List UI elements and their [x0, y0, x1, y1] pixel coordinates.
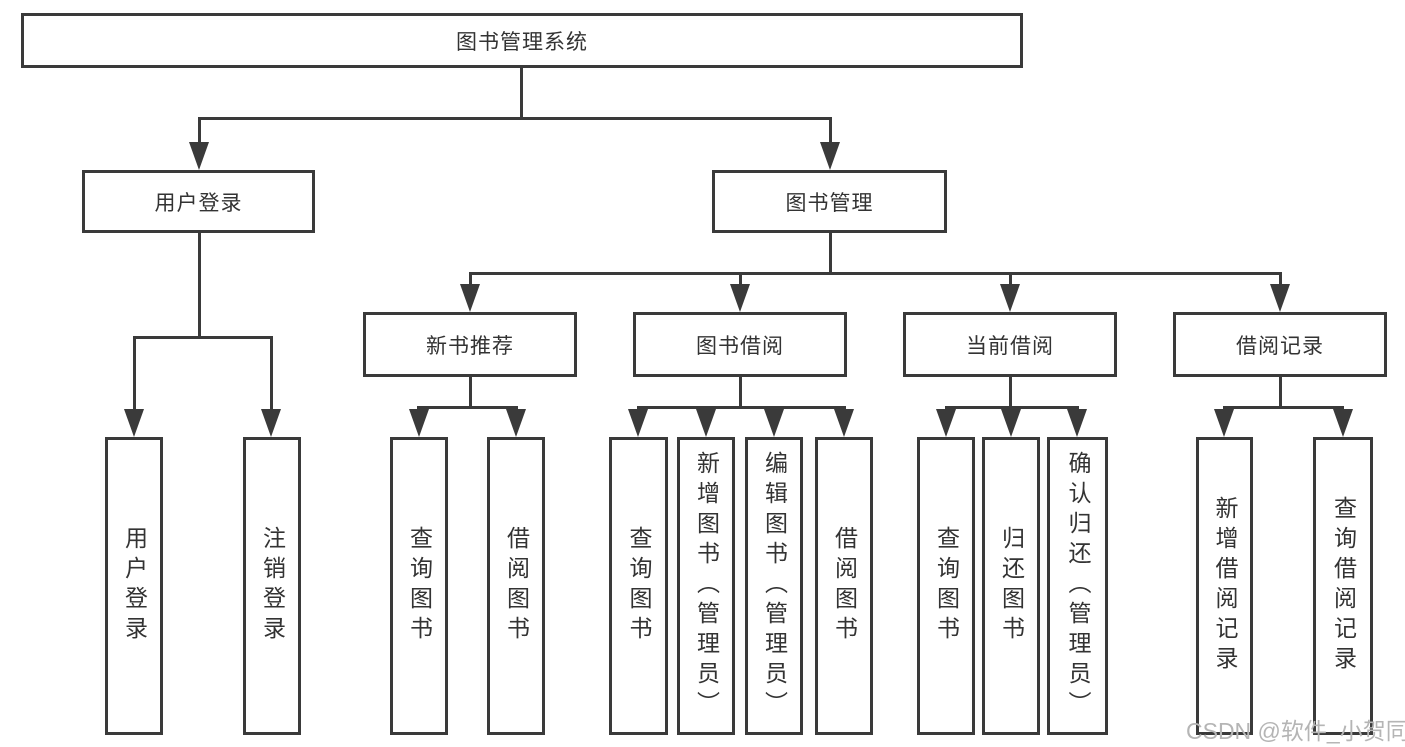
arrow-current-leaf1 [936, 409, 956, 437]
connector-current-hline [945, 406, 1079, 409]
leaf-newbooks-query-label: 查询图书 [406, 526, 433, 646]
arrow-borrow-leaf1 [628, 409, 648, 437]
connector-borrow-hline [637, 406, 846, 409]
connector-sec1-drop [469, 272, 472, 286]
section-current-label: 当前借阅 [966, 334, 1054, 358]
arrow-borrow-leaf3 [764, 409, 784, 437]
branch-book-mgmt-label: 图书管理 [785, 191, 874, 215]
connector-level3-hline [469, 272, 1281, 275]
root-box: 图书管理系统 [21, 13, 1023, 68]
leaf-logout-label: 注销登录 [259, 526, 286, 646]
connector-current-stub [1009, 377, 1012, 408]
section-new-books-box: 新书推荐 [363, 312, 577, 377]
leaf-current-query-label: 查询图书 [933, 526, 960, 646]
connector-login-leaf1-drop [133, 336, 136, 411]
leaf-newbooks-query-box: 查询图书 [390, 437, 448, 735]
leaf-borrow-add-label: 新增图书（管理员） [693, 451, 720, 721]
arrow-new-books-leaf1 [409, 409, 429, 437]
arrow-login-leaf1 [124, 409, 144, 437]
leaf-newbooks-borrow-box: 借阅图书 [487, 437, 545, 735]
leaf-user-login-box: 用户登录 [105, 437, 163, 735]
arrow-section-new-books [460, 284, 480, 312]
arrow-book-mgmt [820, 142, 840, 170]
leaf-borrow-borrow-label: 借阅图书 [831, 526, 858, 646]
leaf-borrow-query-box: 查询图书 [609, 437, 668, 735]
leaf-records-add-box: 新增借阅记录 [1196, 437, 1253, 735]
leaf-newbooks-borrow-label: 借阅图书 [503, 526, 530, 646]
leaf-logout-box: 注销登录 [243, 437, 301, 735]
leaf-current-confirm-label: 确认归还（管理员） [1065, 451, 1091, 721]
leaf-borrow-borrow-box: 借阅图书 [815, 437, 873, 735]
connector-level2-hline [198, 117, 832, 120]
leaf-borrow-add-box: 新增图书（管理员） [677, 437, 735, 735]
connector-borrow-stub [739, 377, 742, 408]
connector-sec2-drop [739, 272, 742, 286]
leaf-current-query-box: 查询图书 [917, 437, 975, 735]
section-borrow-label: 图书借阅 [696, 334, 784, 358]
connector-user-login-drop [198, 117, 201, 144]
connector-book-mgmt-stub [829, 233, 832, 273]
arrow-section-borrow [730, 284, 750, 312]
arrow-login-leaf2 [261, 409, 281, 437]
leaf-records-query-box: 查询借阅记录 [1313, 437, 1373, 735]
arrow-section-current [1000, 284, 1020, 312]
arrow-borrow-leaf2 [696, 409, 716, 437]
arrow-section-records [1270, 284, 1290, 312]
branch-user-login-box: 用户登录 [82, 170, 315, 233]
section-current-box: 当前借阅 [903, 312, 1117, 377]
arrow-records-leaf1 [1214, 409, 1234, 437]
arrow-current-leaf3 [1067, 409, 1087, 437]
section-borrow-box: 图书借阅 [633, 312, 847, 377]
connector-user-login-hline [133, 336, 273, 339]
csdn-watermark: CSDN @软件_小贺同学 [1186, 718, 1405, 744]
connector-records-stub [1279, 377, 1282, 408]
branch-user-login-label: 用户登录 [154, 191, 243, 215]
connector-new-books-hline [417, 406, 518, 409]
arrow-borrow-leaf4 [834, 409, 854, 437]
connector-root-stub [520, 68, 523, 118]
arrow-records-leaf2 [1333, 409, 1353, 437]
connector-login-leaf2-drop [270, 336, 273, 411]
connector-user-login-stub [198, 233, 201, 337]
arrow-current-leaf2 [1001, 409, 1021, 437]
section-new-books-label: 新书推荐 [426, 334, 514, 358]
leaf-borrow-edit-box: 编辑图书（管理员） [745, 437, 803, 735]
connector-book-mgmt-drop [829, 117, 832, 144]
connector-new-books-stub [469, 377, 472, 408]
leaf-borrow-query-label: 查询图书 [626, 526, 652, 646]
section-records-box: 借阅记录 [1173, 312, 1387, 377]
connector-sec3-drop [1009, 272, 1012, 286]
leaf-borrow-edit-label: 编辑图书（管理员） [761, 451, 788, 721]
leaf-current-return-box: 归还图书 [982, 437, 1040, 735]
arrow-user-login [189, 142, 209, 170]
branch-book-mgmt-box: 图书管理 [712, 170, 947, 233]
leaf-records-query-label: 查询借阅记录 [1330, 496, 1357, 676]
leaf-records-add-label: 新增借阅记录 [1212, 496, 1238, 676]
connector-sec4-drop [1279, 272, 1282, 286]
arrow-new-books-leaf2 [506, 409, 526, 437]
leaf-user-login-label: 用户登录 [121, 526, 148, 646]
connector-records-hline [1223, 406, 1344, 409]
section-records-label: 借阅记录 [1236, 334, 1324, 358]
leaf-current-confirm-box: 确认归还（管理员） [1047, 437, 1108, 735]
root-label: 图书管理系统 [456, 30, 588, 54]
leaf-current-return-label: 归还图书 [998, 526, 1025, 646]
